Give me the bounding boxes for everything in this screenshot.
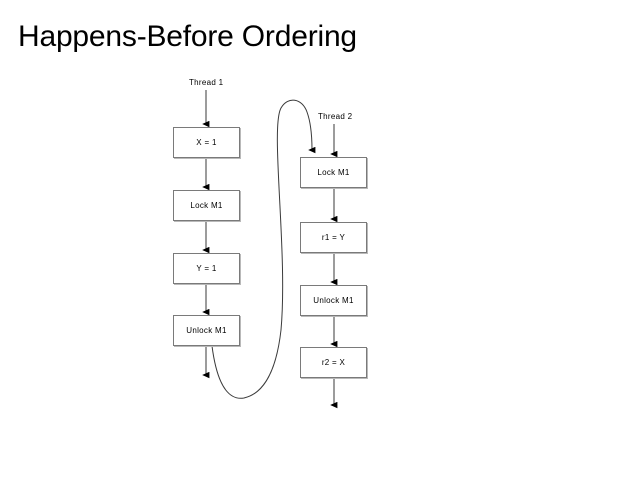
node-label: Lock M1: [190, 201, 223, 210]
node-label: Unlock M1: [313, 296, 354, 305]
node-label: X = 1: [196, 138, 217, 147]
happens-before-edge: [211, 99, 316, 399]
thread2-step-r1-read[interactable]: r1 = Y: [300, 222, 367, 253]
node-label: Unlock M1: [186, 326, 227, 335]
thread1-step-lock[interactable]: Lock M1: [173, 190, 240, 221]
thread1-step-x-assign[interactable]: X = 1: [173, 127, 240, 158]
node-label: r1 = Y: [321, 233, 346, 242]
thread2-label: Thread 2: [318, 112, 353, 121]
node-label: Y = 1: [196, 264, 217, 273]
thread2-step-unlock[interactable]: Unlock M1: [300, 285, 367, 316]
node-label: r2 = X: [321, 358, 346, 367]
thread1-label: Thread 1: [189, 78, 224, 87]
thread2-step-r2-read[interactable]: r2 = X: [300, 347, 367, 378]
thread2-step-lock[interactable]: Lock M1: [300, 157, 367, 188]
page-title: Happens-Before Ordering: [18, 20, 357, 53]
node-label: Lock M1: [317, 168, 350, 177]
thread1-step-y-assign[interactable]: Y = 1: [173, 253, 240, 284]
thread1-step-unlock[interactable]: Unlock M1: [173, 315, 240, 346]
